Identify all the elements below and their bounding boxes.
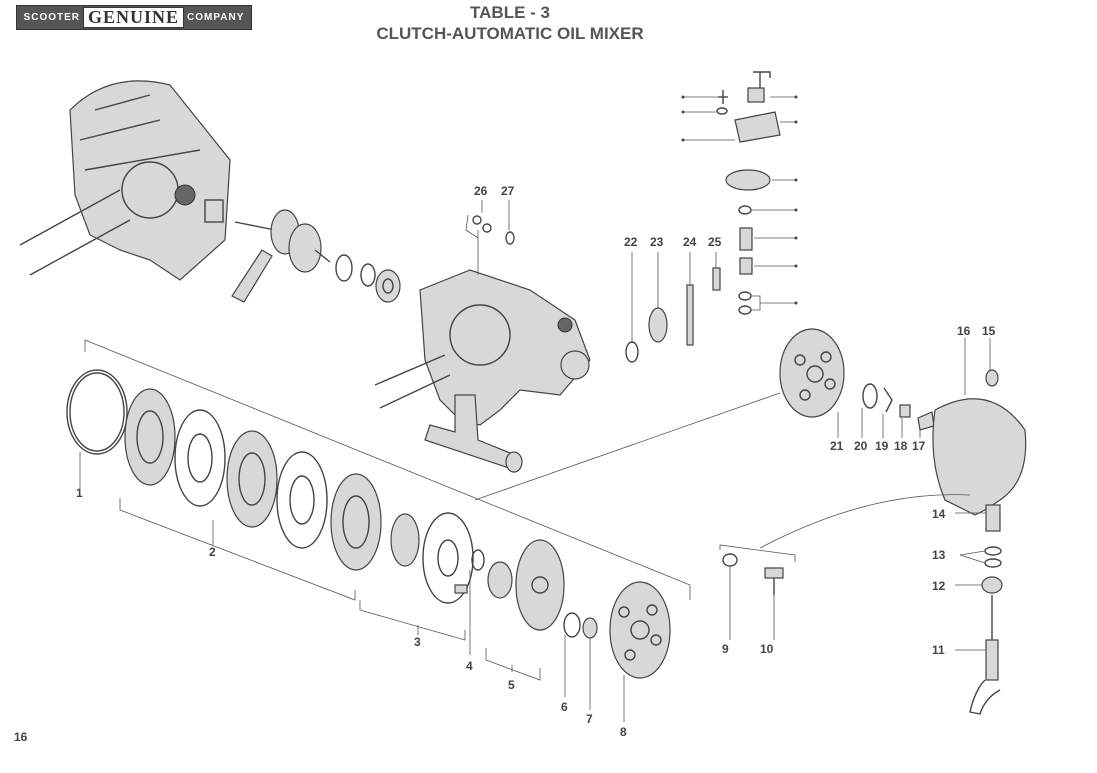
callout-10: 10 (760, 642, 774, 656)
callout-1: 1 (76, 486, 83, 500)
gear-plate-3 (390, 512, 485, 604)
callout-16: 16 (957, 324, 971, 338)
callout-25: 25 (708, 235, 722, 249)
callout-5: 5 (508, 678, 515, 692)
callout-18: 18 (894, 439, 908, 453)
callout-2: 2 (209, 545, 216, 559)
callout-14: 14 (932, 507, 946, 521)
callout-23: 23 (650, 235, 664, 249)
page-number: 16 (14, 730, 28, 744)
callout-20: 20 (854, 439, 868, 453)
clutch-cover (932, 338, 1027, 532)
callout-12: 12 (932, 579, 946, 593)
callout-24: 24 (683, 235, 697, 249)
hub-5 (487, 539, 598, 639)
crankshaft (231, 209, 331, 303)
table-number: TABLE - 3 (470, 3, 550, 22)
callout-8: 8 (620, 725, 627, 739)
callout-6: 6 (561, 700, 568, 714)
callout-4: 4 (466, 659, 473, 673)
callout-3: 3 (414, 635, 421, 649)
parts-22-25 (625, 252, 721, 363)
callout-17: 17 (912, 439, 926, 453)
callout-27: 27 (501, 184, 515, 198)
callout-7: 7 (586, 712, 593, 726)
clutch-group-leaders (79, 339, 781, 722)
callout-26: 26 (474, 184, 488, 198)
callout-labels: 1 2 3 4 5 6 7 8 9 10 11 12 13 14 15 16 1… (76, 184, 996, 739)
logo-center-text: GENUINE (83, 7, 185, 28)
callout-22: 22 (624, 235, 638, 249)
clutch-plates (66, 369, 382, 571)
bolt-washer-9-10 (719, 494, 971, 640)
bearings-row (335, 254, 401, 303)
table-subtitle: CLUTCH-AUTOMATIC OIL MIXER (376, 24, 644, 43)
drum-8 (609, 581, 671, 679)
callout-21: 21 (830, 439, 844, 453)
oil-pump-assembly (681, 71, 798, 315)
crankcase-half (19, 80, 231, 281)
oil-mixer-drive (955, 546, 1003, 715)
engine-case (374, 230, 591, 473)
callout-9: 9 (722, 642, 729, 656)
clutch-drum-21 (779, 328, 845, 438)
parts-17-20 (861, 383, 935, 438)
callout-15: 15 (982, 324, 996, 338)
logo-right-text: COMPANY (187, 12, 245, 23)
page-title: TABLE - 3 CLUTCH-AUTOMATIC OIL MIXER (330, 3, 690, 45)
callout-13: 13 (932, 548, 946, 562)
parts-26-27 (465, 200, 515, 245)
callout-11: 11 (932, 643, 945, 657)
brand-logo: SCOOTER GENUINE COMPANY (16, 5, 252, 30)
callout-19: 19 (875, 439, 889, 453)
logo-left-text: SCOOTER (23, 12, 81, 23)
